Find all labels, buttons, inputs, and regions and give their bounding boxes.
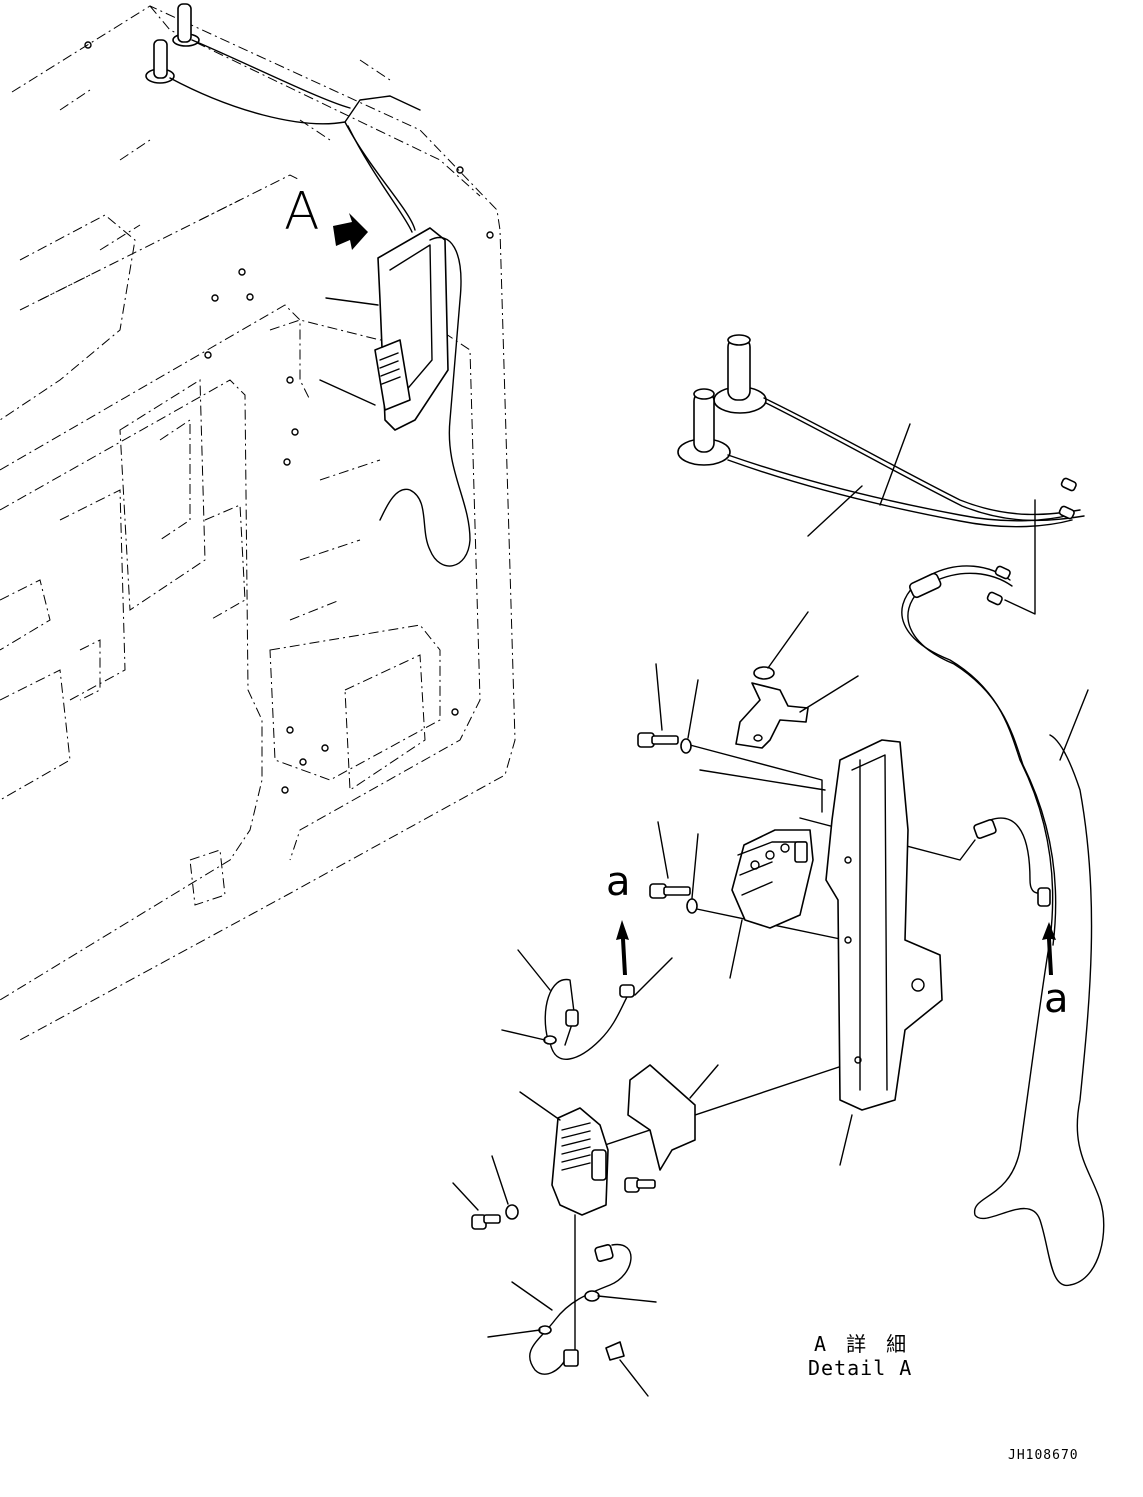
guide-lines — [564, 499, 1036, 1361]
upper-harness — [501, 920, 673, 1060]
cab-controller-assembly — [319, 227, 471, 567]
upper-bracket — [735, 611, 859, 749]
main-controller — [729, 829, 814, 979]
fasteners — [452, 663, 699, 1230]
roof-antennas — [145, 3, 421, 233]
detail-title-en: Detail A — [808, 1356, 913, 1380]
arrow-up-icon — [616, 920, 629, 975]
lower-harness — [487, 1243, 657, 1397]
harness-right — [901, 565, 1105, 1286]
drawing-code: JH108670 — [1008, 1448, 1079, 1463]
small-bracket — [627, 1064, 719, 1171]
ref-a-label-lower: a — [1044, 976, 1069, 1022]
arrow-up-icon — [1042, 922, 1056, 975]
ref-a-label-upper: a — [606, 859, 631, 905]
mounting-plate — [825, 739, 943, 1166]
cab-structure — [0, 5, 516, 1041]
detail-title-jp: A 詳 細 — [814, 1332, 911, 1356]
antenna-pair — [677, 334, 1085, 537]
arrow-right-icon — [333, 213, 368, 250]
view-a-label: A — [284, 182, 320, 242]
secondary-module — [519, 1091, 609, 1216]
